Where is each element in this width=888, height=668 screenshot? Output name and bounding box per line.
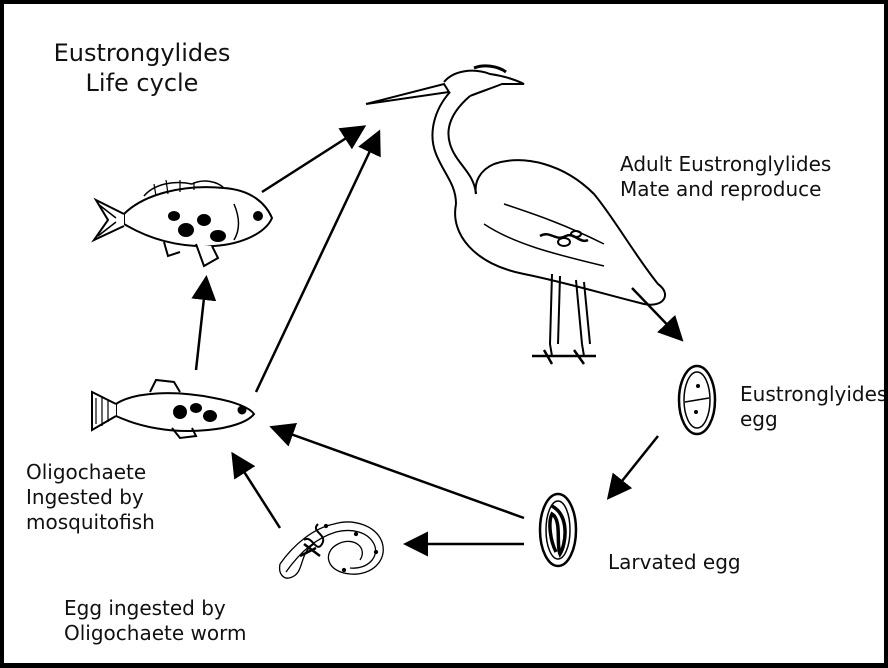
title-line-2: Life cycle bbox=[34, 68, 250, 98]
label-worm-line-1: Egg ingested by bbox=[64, 596, 246, 621]
mosquitofish-icon bbox=[92, 380, 254, 438]
larvated-egg-icon bbox=[540, 494, 576, 566]
arrow-heron-to-egg bbox=[632, 288, 680, 338]
label-mosquitofish-line-2: Ingested by bbox=[26, 485, 155, 510]
label-mosquitofish-line-3: mosquitofish bbox=[26, 510, 155, 535]
label-egg: Eustronglyides egg bbox=[740, 382, 887, 432]
label-larvated-egg: Larvated egg bbox=[608, 550, 741, 575]
arrow-mosquitofish-to-fish bbox=[196, 280, 206, 370]
label-adult-line-1: Adult Eustronglylides bbox=[620, 152, 831, 177]
diagram-title: Eustrongylides Life cycle bbox=[34, 38, 250, 98]
arrow-fish-to-heron bbox=[262, 128, 362, 192]
arrow-larvated-to-mosquitofish bbox=[274, 428, 524, 518]
oligochaete-worm-icon bbox=[280, 522, 384, 578]
arrow-worm-to-mosquitofish bbox=[234, 456, 280, 528]
label-adult: Adult Eustronglylides Mate and reproduce bbox=[620, 152, 831, 202]
label-mosquitofish-line-1: Oligochaete bbox=[26, 460, 155, 485]
label-worm: Egg ingested by Oligochaete worm bbox=[64, 596, 246, 646]
arrow-mosquitofish-to-heron bbox=[256, 134, 378, 392]
cycle-arrows bbox=[196, 128, 680, 544]
arrow-egg-to-larvated bbox=[610, 436, 658, 496]
label-egg-line-2: egg bbox=[740, 407, 887, 432]
label-adult-line-2: Mate and reproduce bbox=[620, 177, 831, 202]
life-cycle-illustration bbox=[4, 4, 884, 663]
egg-icon bbox=[679, 366, 715, 434]
fish-icon bbox=[94, 180, 272, 266]
label-egg-line-1: Eustronglyides bbox=[740, 382, 887, 407]
label-worm-line-2: Oligochaete worm bbox=[64, 621, 246, 646]
heron-icon bbox=[366, 66, 665, 364]
title-line-1: Eustrongylides bbox=[34, 38, 250, 68]
label-mosquitofish: Oligochaete Ingested by mosquitofish bbox=[26, 460, 155, 535]
